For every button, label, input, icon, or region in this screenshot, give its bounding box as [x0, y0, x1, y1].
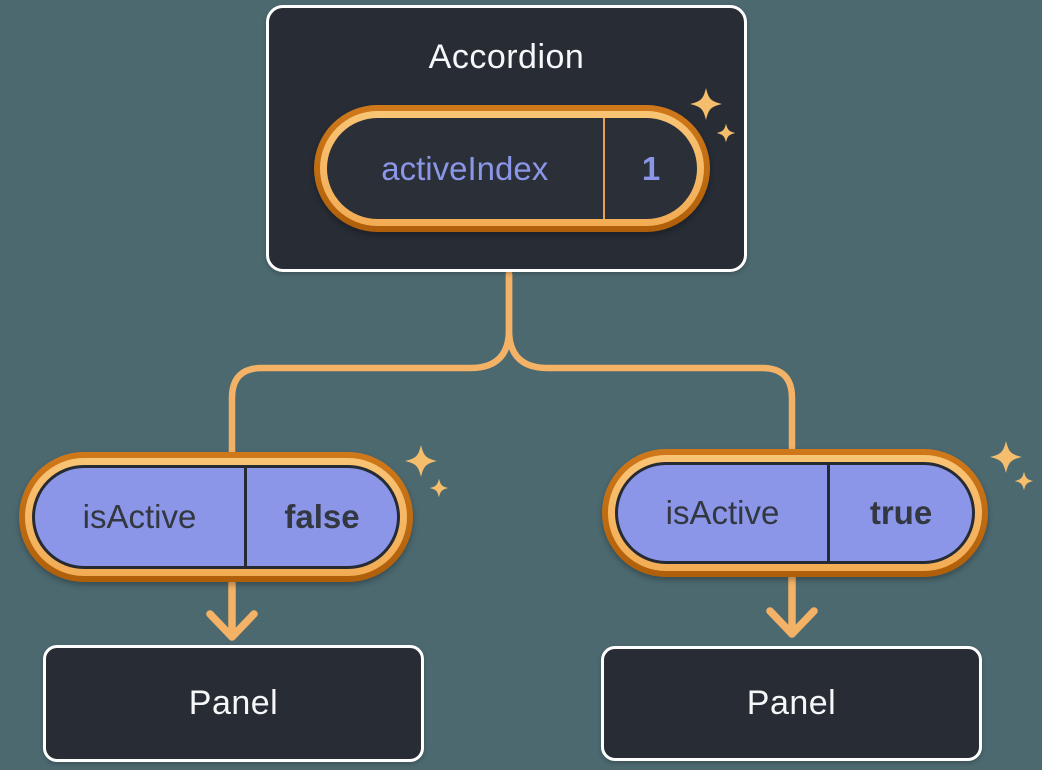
connector-branch-left	[228, 270, 513, 457]
sparkle-icon	[990, 441, 1022, 473]
pill-divider	[602, 118, 605, 219]
prop-value: false	[284, 498, 360, 535]
prop-pill-right-body: isActive true	[615, 462, 975, 564]
panel-title: Panel	[188, 684, 279, 722]
panel-box-left: Panel	[43, 645, 424, 762]
accordion-component-box: Accordion activeIndex 1	[266, 5, 747, 272]
state-pill-body: activeIndex 1	[327, 118, 697, 219]
prop-name-label: isActive	[665, 494, 780, 531]
sparkle-icon	[1014, 471, 1034, 491]
state-pill: activeIndex 1	[314, 105, 710, 232]
prop-value: true	[869, 494, 933, 531]
sparkle-icon	[405, 445, 437, 477]
connector-branch-right	[505, 270, 796, 454]
prop-pill-left-body: isActive false	[32, 465, 400, 569]
down-arrow-left-icon	[206, 579, 258, 641]
pill-divider	[827, 465, 830, 561]
prop-name-label: isActive	[82, 498, 197, 535]
pill-divider	[244, 468, 247, 566]
sparkle-icon	[716, 123, 736, 143]
accordion-title: Accordion	[428, 38, 585, 76]
state-name-label: activeIndex	[381, 149, 549, 187]
panel-title: Panel	[746, 684, 837, 722]
down-arrow-right-icon	[766, 572, 818, 638]
prop-pill-right: isActive true	[602, 449, 988, 577]
state-pill-ring: activeIndex 1	[320, 111, 704, 226]
prop-pill-left-ring: isActive false	[25, 458, 407, 576]
prop-pill-right-ring: isActive true	[608, 455, 982, 571]
sparkle-icon	[429, 478, 449, 498]
prop-pill-left: isActive false	[19, 452, 413, 582]
sparkle-icon	[690, 88, 722, 120]
panel-box-right: Panel	[601, 646, 982, 761]
state-value: 1	[641, 149, 661, 187]
